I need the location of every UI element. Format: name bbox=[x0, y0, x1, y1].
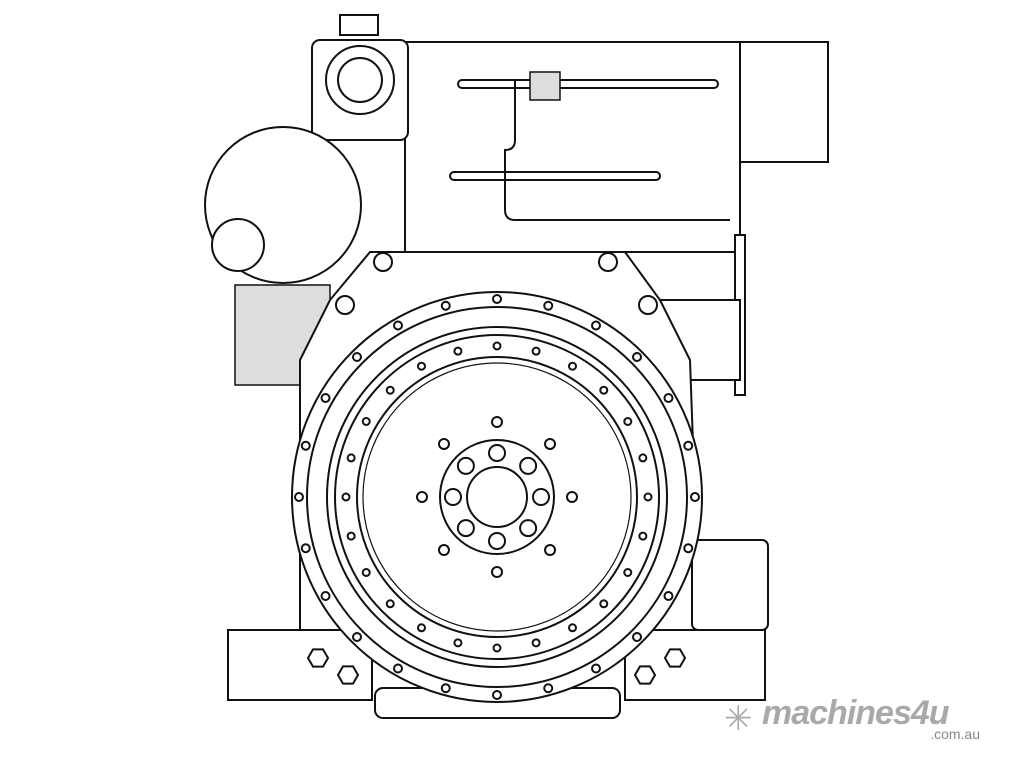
mount-bolt bbox=[335, 295, 355, 315]
housing-bolt bbox=[543, 683, 554, 694]
filter-head bbox=[311, 14, 409, 141]
housing-bolt bbox=[632, 351, 643, 362]
hub-bolt bbox=[456, 519, 475, 538]
housing-bolt bbox=[393, 663, 403, 674]
flywheel-bolt bbox=[531, 638, 541, 648]
flywheel-bolt bbox=[361, 417, 371, 426]
flywheel-bolt bbox=[346, 453, 356, 463]
hub-bolt bbox=[488, 532, 506, 550]
mount-bolt bbox=[638, 295, 658, 315]
foot-nut bbox=[633, 665, 657, 685]
flywheel-hole bbox=[416, 491, 428, 503]
housing-bolt bbox=[543, 300, 554, 311]
foot-nut bbox=[306, 648, 330, 668]
housing-bolt bbox=[632, 632, 643, 643]
mount-bolt bbox=[373, 252, 393, 272]
flywheel-bolt bbox=[385, 385, 395, 395]
housing-bolt bbox=[492, 294, 502, 304]
snowflake-logo-icon: ✳ bbox=[724, 700, 753, 738]
flywheel-bolt bbox=[385, 599, 395, 609]
flywheel-hole bbox=[437, 544, 450, 557]
flywheel-bolt bbox=[492, 643, 502, 653]
flywheel-bolt bbox=[492, 341, 502, 351]
watermark-brand: machines4u bbox=[762, 694, 950, 732]
housing-bolt bbox=[492, 690, 502, 700]
flywheel-bolt bbox=[341, 492, 351, 502]
hub-bolt bbox=[456, 456, 475, 475]
housing-bolt bbox=[351, 632, 362, 643]
hub-bolt bbox=[519, 456, 538, 475]
housing-bolt bbox=[440, 683, 451, 694]
flywheel-bolt bbox=[531, 346, 541, 356]
flywheel-bolt bbox=[453, 638, 463, 648]
flywheel-hole bbox=[566, 491, 578, 503]
housing-bolt bbox=[591, 320, 601, 331]
housing-bolt bbox=[294, 492, 304, 502]
flywheel-bolt bbox=[623, 417, 633, 426]
flywheel bbox=[291, 291, 703, 703]
housing-bolt bbox=[591, 663, 601, 674]
flywheel-hole bbox=[491, 566, 503, 578]
left-foot bbox=[227, 629, 373, 701]
flywheel-hole bbox=[544, 437, 557, 450]
bolt-holes bbox=[294, 252, 700, 700]
flywheel-hole bbox=[491, 416, 503, 428]
hub-bolt bbox=[519, 519, 538, 538]
mount-bolt bbox=[598, 252, 618, 272]
flywheel-hole bbox=[544, 544, 557, 557]
housing-bolt bbox=[300, 543, 311, 554]
flywheel-bolt bbox=[568, 623, 577, 633]
right-foot bbox=[624, 629, 766, 701]
flywheel-bolt bbox=[453, 346, 463, 356]
hub-bolt bbox=[488, 444, 506, 462]
flywheel-bolt bbox=[417, 361, 426, 371]
flywheel-bolt bbox=[417, 623, 426, 633]
flywheel-bolt bbox=[361, 568, 371, 577]
watermark-domain: .com.au bbox=[930, 726, 980, 742]
flywheel-bolt bbox=[568, 361, 577, 371]
housing-bolt bbox=[690, 492, 700, 502]
top-housing bbox=[404, 41, 829, 396]
flywheel-bolt bbox=[599, 599, 609, 609]
right-filter bbox=[691, 539, 769, 631]
housing-bolt bbox=[683, 440, 694, 451]
housing-bolt bbox=[440, 300, 451, 311]
flywheel-bolt bbox=[638, 453, 648, 463]
hub-bolt bbox=[532, 488, 550, 506]
flywheel-bolt bbox=[599, 385, 609, 395]
housing-bolt bbox=[351, 351, 362, 362]
housing-bolt bbox=[663, 591, 674, 601]
housing-bolt bbox=[663, 393, 674, 403]
watermark: ✳ machines4u .com.au bbox=[724, 694, 994, 744]
flywheel-bolt bbox=[346, 531, 356, 541]
flywheel-bolt bbox=[623, 568, 633, 577]
flywheel-bolt bbox=[643, 492, 653, 502]
housing-bolt bbox=[393, 320, 403, 331]
hub-bolt bbox=[444, 488, 462, 506]
housing-bolt bbox=[320, 393, 331, 403]
flywheel-hole bbox=[437, 437, 450, 450]
foot-nut bbox=[663, 648, 687, 668]
housing-bolt bbox=[320, 591, 331, 601]
housing-bolt bbox=[300, 440, 311, 451]
flywheel-bolt bbox=[638, 531, 648, 541]
foot-nut bbox=[336, 665, 360, 685]
housing-bolt bbox=[683, 543, 694, 554]
